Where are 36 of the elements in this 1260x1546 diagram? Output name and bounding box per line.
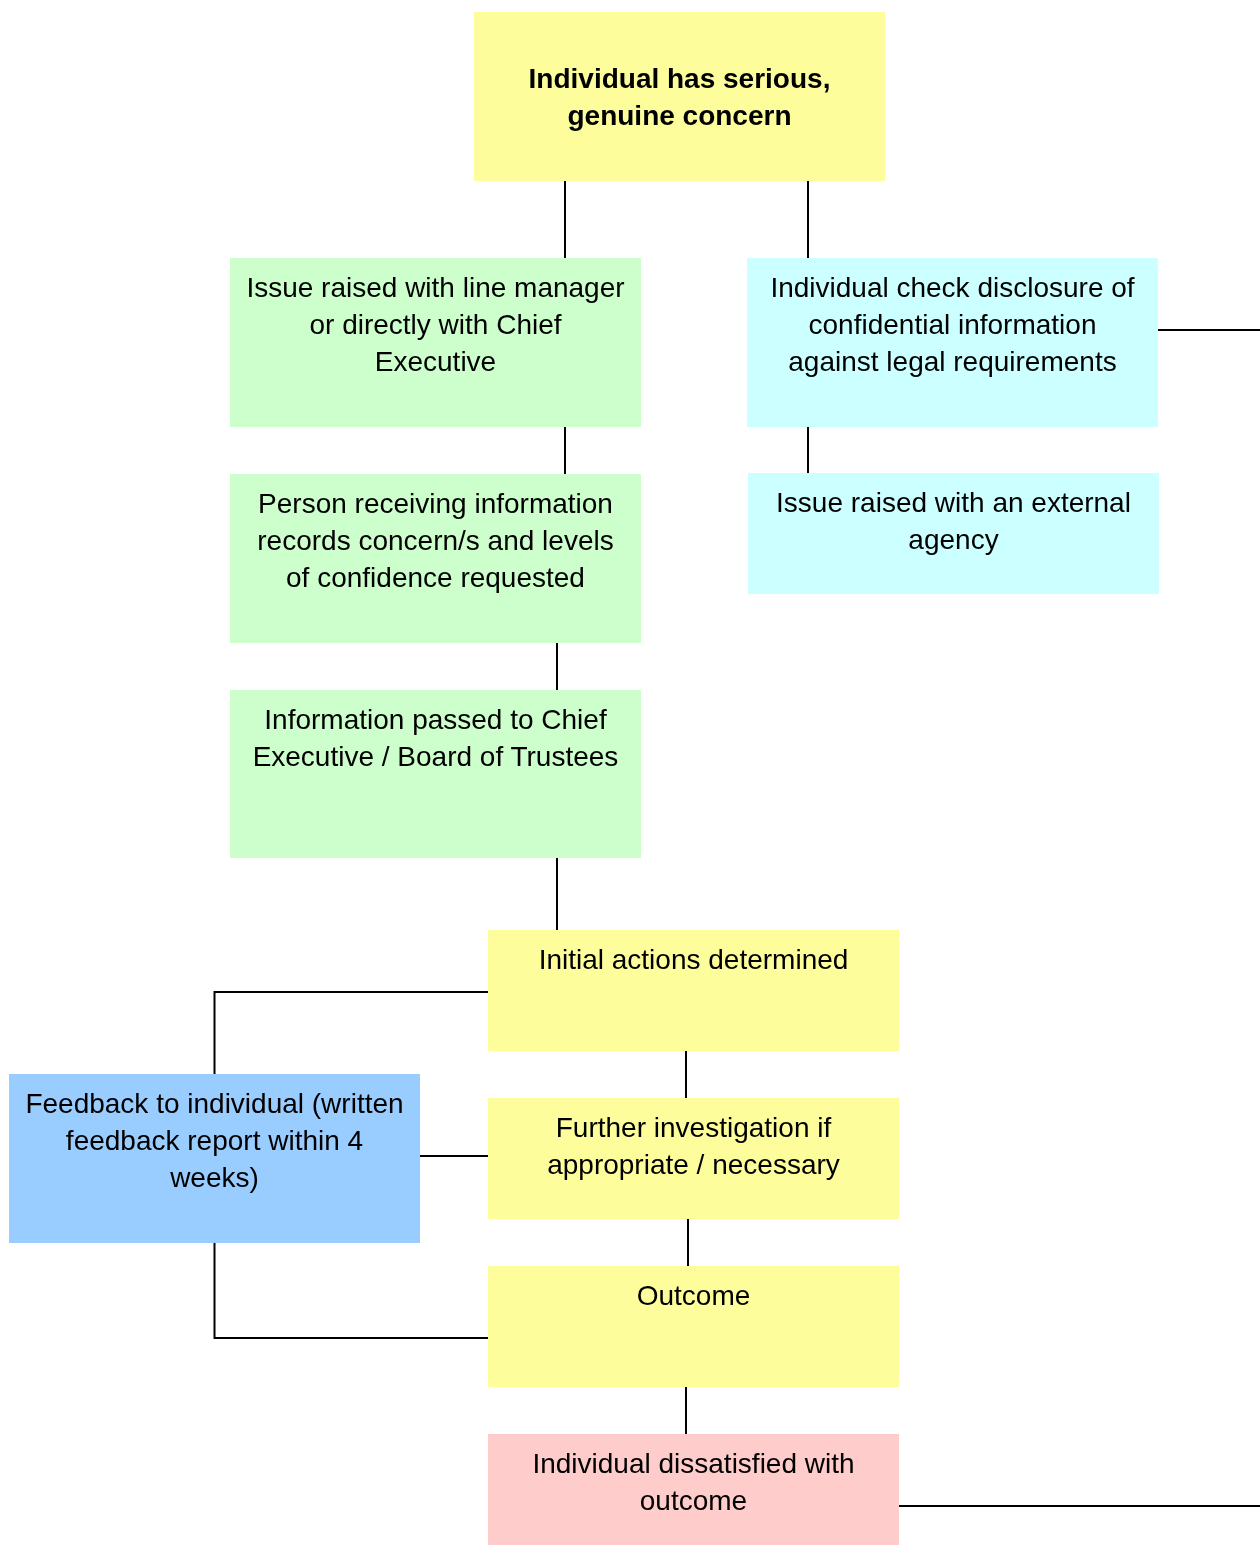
box-text: Feedback to individual (written feedback report within 4 weeks)	[25, 1087, 404, 1195]
process-box	[488, 1266, 899, 1387]
box-text: Individual dissatisfied with outcome	[531, 1447, 856, 1518]
process-box	[9, 1074, 420, 1243]
connector-line	[685, 1386, 687, 1435]
connector-line	[564, 426, 566, 475]
process-box	[474, 12, 885, 181]
process-box	[488, 1434, 899, 1545]
connector-line	[564, 180, 566, 259]
box-text: Individual check disclosure of confidential information against legal requirements	[769, 271, 1136, 379]
connector-line	[807, 426, 809, 474]
box-text: Outcome	[636, 1279, 751, 1313]
process-box	[230, 690, 641, 858]
connector-line	[556, 642, 558, 691]
box-text: Initial actions determined	[538, 943, 849, 977]
connector-line	[898, 1505, 1260, 1507]
connector-line	[556, 857, 558, 931]
connector-line	[807, 180, 809, 259]
connector-line	[685, 1050, 687, 1099]
process-box	[748, 473, 1159, 594]
box-text: Issue raised with line manager or directly with Chief Executive	[246, 271, 625, 379]
connector-line	[213, 1242, 489, 1339]
box-text: Further investigation if appropriate / necessary	[546, 1111, 841, 1182]
box-text: Individual has serious, genuine concern	[527, 61, 832, 133]
connector-line	[687, 1218, 689, 1267]
box-text: Information passed to Chief Executive / Board of Trustees	[251, 703, 620, 774]
connector-line	[213, 991, 489, 1075]
process-box	[230, 258, 641, 427]
process-box	[747, 258, 1158, 427]
process-box	[488, 1098, 899, 1219]
connector-line	[419, 1155, 489, 1157]
connector-line	[1157, 329, 1260, 331]
process-box	[488, 930, 899, 1051]
box-text: Person receiving information records concern/s and levels of confidence requested	[256, 487, 615, 595]
box-text: Issue raised with an external agency	[775, 486, 1132, 557]
process-box	[230, 474, 641, 643]
